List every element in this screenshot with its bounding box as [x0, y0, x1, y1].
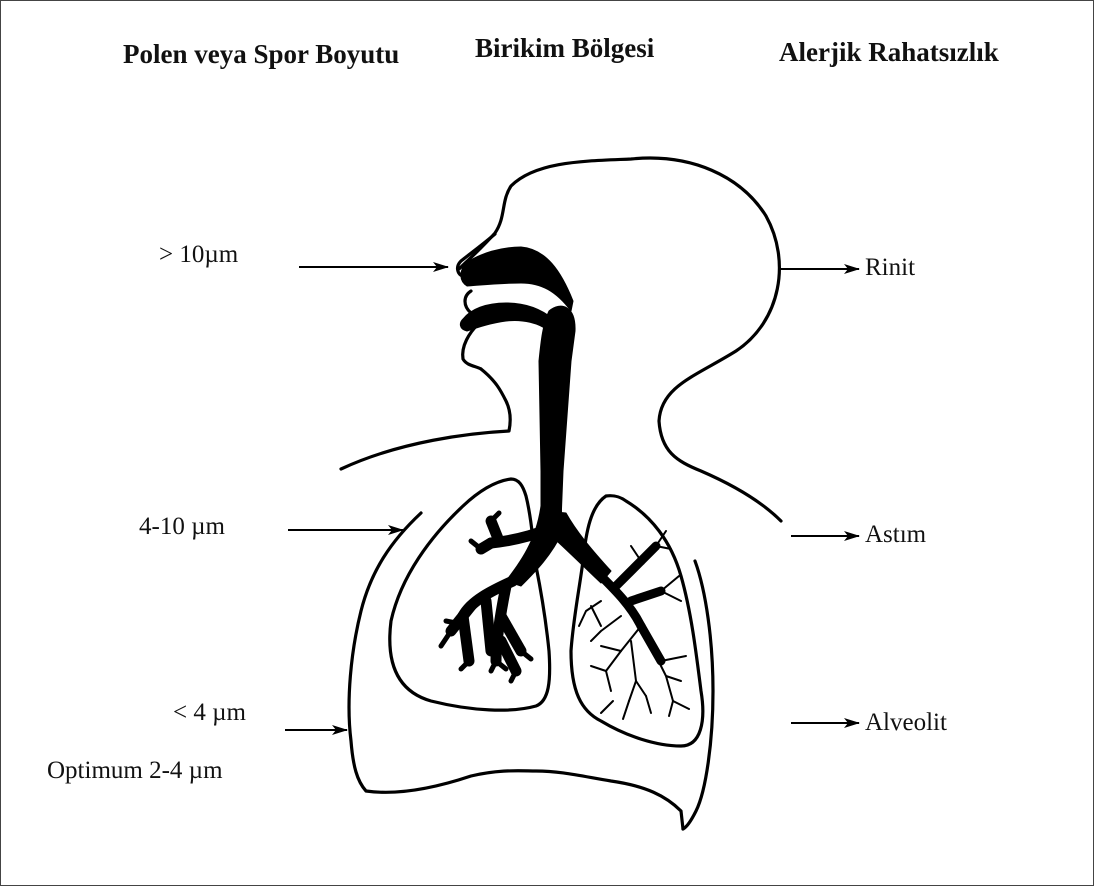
left-lung: [390, 479, 550, 710]
trachea: [539, 306, 575, 521]
head-outline: [459, 158, 781, 521]
chin-neck-outline: [341, 369, 510, 469]
oral-cavity: [460, 303, 553, 331]
nasal-cavity: [461, 247, 573, 311]
